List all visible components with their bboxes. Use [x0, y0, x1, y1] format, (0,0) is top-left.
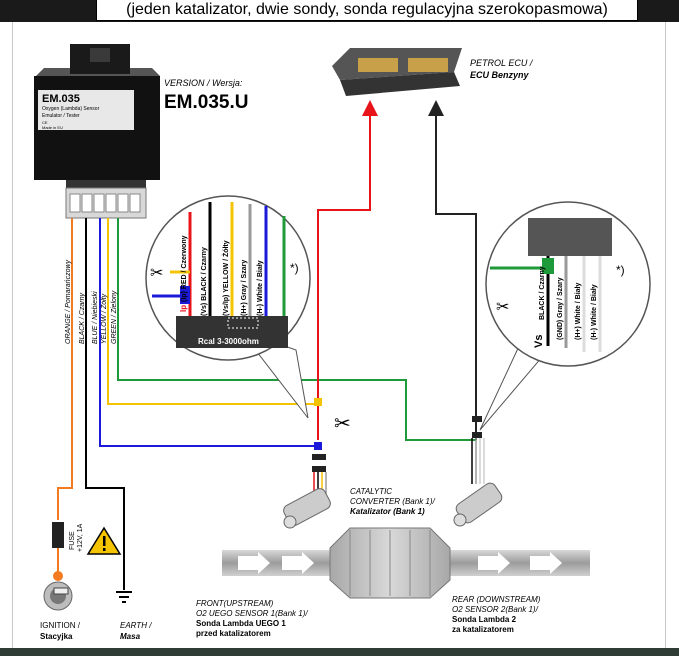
front-sensor-label-4: przed katalizatorem	[196, 629, 271, 638]
fuse-rating: +12V, 1A	[77, 523, 84, 552]
device-badge-ce: CE	[42, 120, 48, 125]
rear-connector-bottom	[472, 432, 482, 438]
rear-zoom-note: *)	[616, 263, 625, 277]
front-wire-gray: (H+) Gray / Szary	[241, 260, 248, 316]
device-subtitle-2: Emulator / Tester	[42, 113, 80, 119]
rear-connector-top	[472, 416, 482, 422]
header-title: (jeden katalizator, dwie sondy, sonda re…	[96, 0, 638, 21]
wire-label-green: GREEN / Zielony	[111, 290, 118, 344]
fuse	[52, 522, 64, 548]
front-zoom-scissors-icon: ✂	[150, 265, 163, 282]
ecu-label-1: PETROL ECU /	[470, 58, 534, 68]
rear-sensor-label-1: REAR (DOWNSTREAM)	[452, 595, 541, 604]
front-zoom-callout: Rcal 3-3000ohm ✂ *) (Ip) RED / Czerwony …	[145, 195, 311, 419]
front-zoom-note: *)	[290, 261, 299, 275]
front-ip-label: Ip	[179, 305, 188, 312]
front-sensor-label-3: Sonda Lambda UEGO 1	[196, 619, 286, 628]
rear-wire-white-1: (H+) White / Biały	[575, 283, 582, 340]
device-subtitle-1: Oxygen (Lambda) Sensor	[42, 106, 100, 112]
wire-label-black: BLACK / Czarny	[79, 293, 86, 344]
device-wires	[57, 218, 476, 590]
petrol-ecu	[332, 48, 462, 96]
front-wire-white: (H-) White / Biały	[257, 260, 264, 316]
fuse-label: FUSE	[69, 531, 76, 550]
em035-device: EM.035 Oxygen (Lambda) Sensor Emulator /…	[34, 44, 160, 219]
front-sensor-label-1: FRONT(UPSTREAM)	[196, 599, 274, 608]
earth-ground-icon	[116, 591, 132, 603]
front-wire-black: (Vs) BLACK / Czarny	[201, 247, 208, 316]
wire-label-blue: BLUE / Niebieski	[92, 291, 99, 344]
ecu-label-2: ECU Benzyny	[470, 70, 530, 80]
wire-label-yellow: YELLOW / Żółty	[100, 293, 108, 344]
rear-wire-black: BLACK / Czarny	[539, 266, 546, 320]
bottom-bar	[0, 648, 679, 656]
rear-wire-gray: (GND) Gray / Szary	[557, 277, 564, 340]
right-margin	[665, 22, 679, 650]
orange-junction	[53, 571, 63, 581]
front-sensor-label-2: O2 UEGO SENSOR 1(Bank 1)/	[196, 609, 308, 618]
version-value: EM.035.U	[164, 92, 248, 113]
catalytic-label-2: CONVERTER (Bank 1)/	[350, 497, 436, 506]
ignition-label-2: Stacyjka	[40, 632, 73, 641]
version-label: VERSION / Wersja:	[164, 78, 243, 88]
earth-label-2: Masa	[120, 632, 141, 641]
ignition-key-icon	[43, 581, 73, 611]
header-bar: (jeden katalizator, dwie sondy, sonda re…	[0, 0, 679, 22]
front-wire-red: (Ip) RED / Czerwony	[181, 235, 188, 302]
catalytic-label-1: CATALYTIC	[350, 487, 392, 496]
rcal-label: Rcal 3-3000ohm	[198, 337, 259, 346]
rear-sensor-label-4: za katalizatorem	[452, 625, 514, 634]
rear-vs-label: Vs	[533, 335, 545, 348]
front-wire-yellow: (Vs/Ip) YELLOW / Żółty	[222, 240, 230, 316]
front-scissors-icon: ✂	[334, 413, 351, 435]
device-name: EM.035	[42, 93, 80, 105]
front-sensor	[283, 454, 331, 529]
rear-sensor-label-3: Sonda Lambda 2	[452, 615, 517, 624]
rear-zoom-scissors-icon: ✂	[496, 299, 509, 316]
blue-joint	[314, 442, 322, 450]
ecu-wires	[317, 100, 477, 440]
rear-wire-white-2: (H-) White / Biały	[591, 284, 598, 340]
ignition-label-1: IGNITION /	[40, 621, 81, 630]
device-badge-eu: Made in EU	[42, 125, 63, 130]
rear-zoom-callout: ✂ *) BLACK / Czarny (GND) Gray / Szary (…	[479, 201, 651, 431]
rear-sensor-label-2: O2 SENSOR 2(Bank 1)/	[452, 605, 539, 614]
earth-label-1: EARTH /	[120, 621, 152, 630]
left-margin	[0, 22, 13, 650]
wire-label-orange: ORANGE / Pomarańczowy	[65, 259, 72, 344]
rear-sensor	[453, 438, 503, 527]
catalytic-label-3: Katalizator (Bank 1)	[350, 507, 425, 516]
exhaust-system	[222, 527, 590, 599]
warning-icon	[86, 526, 122, 555]
yellow-joint	[314, 398, 322, 406]
